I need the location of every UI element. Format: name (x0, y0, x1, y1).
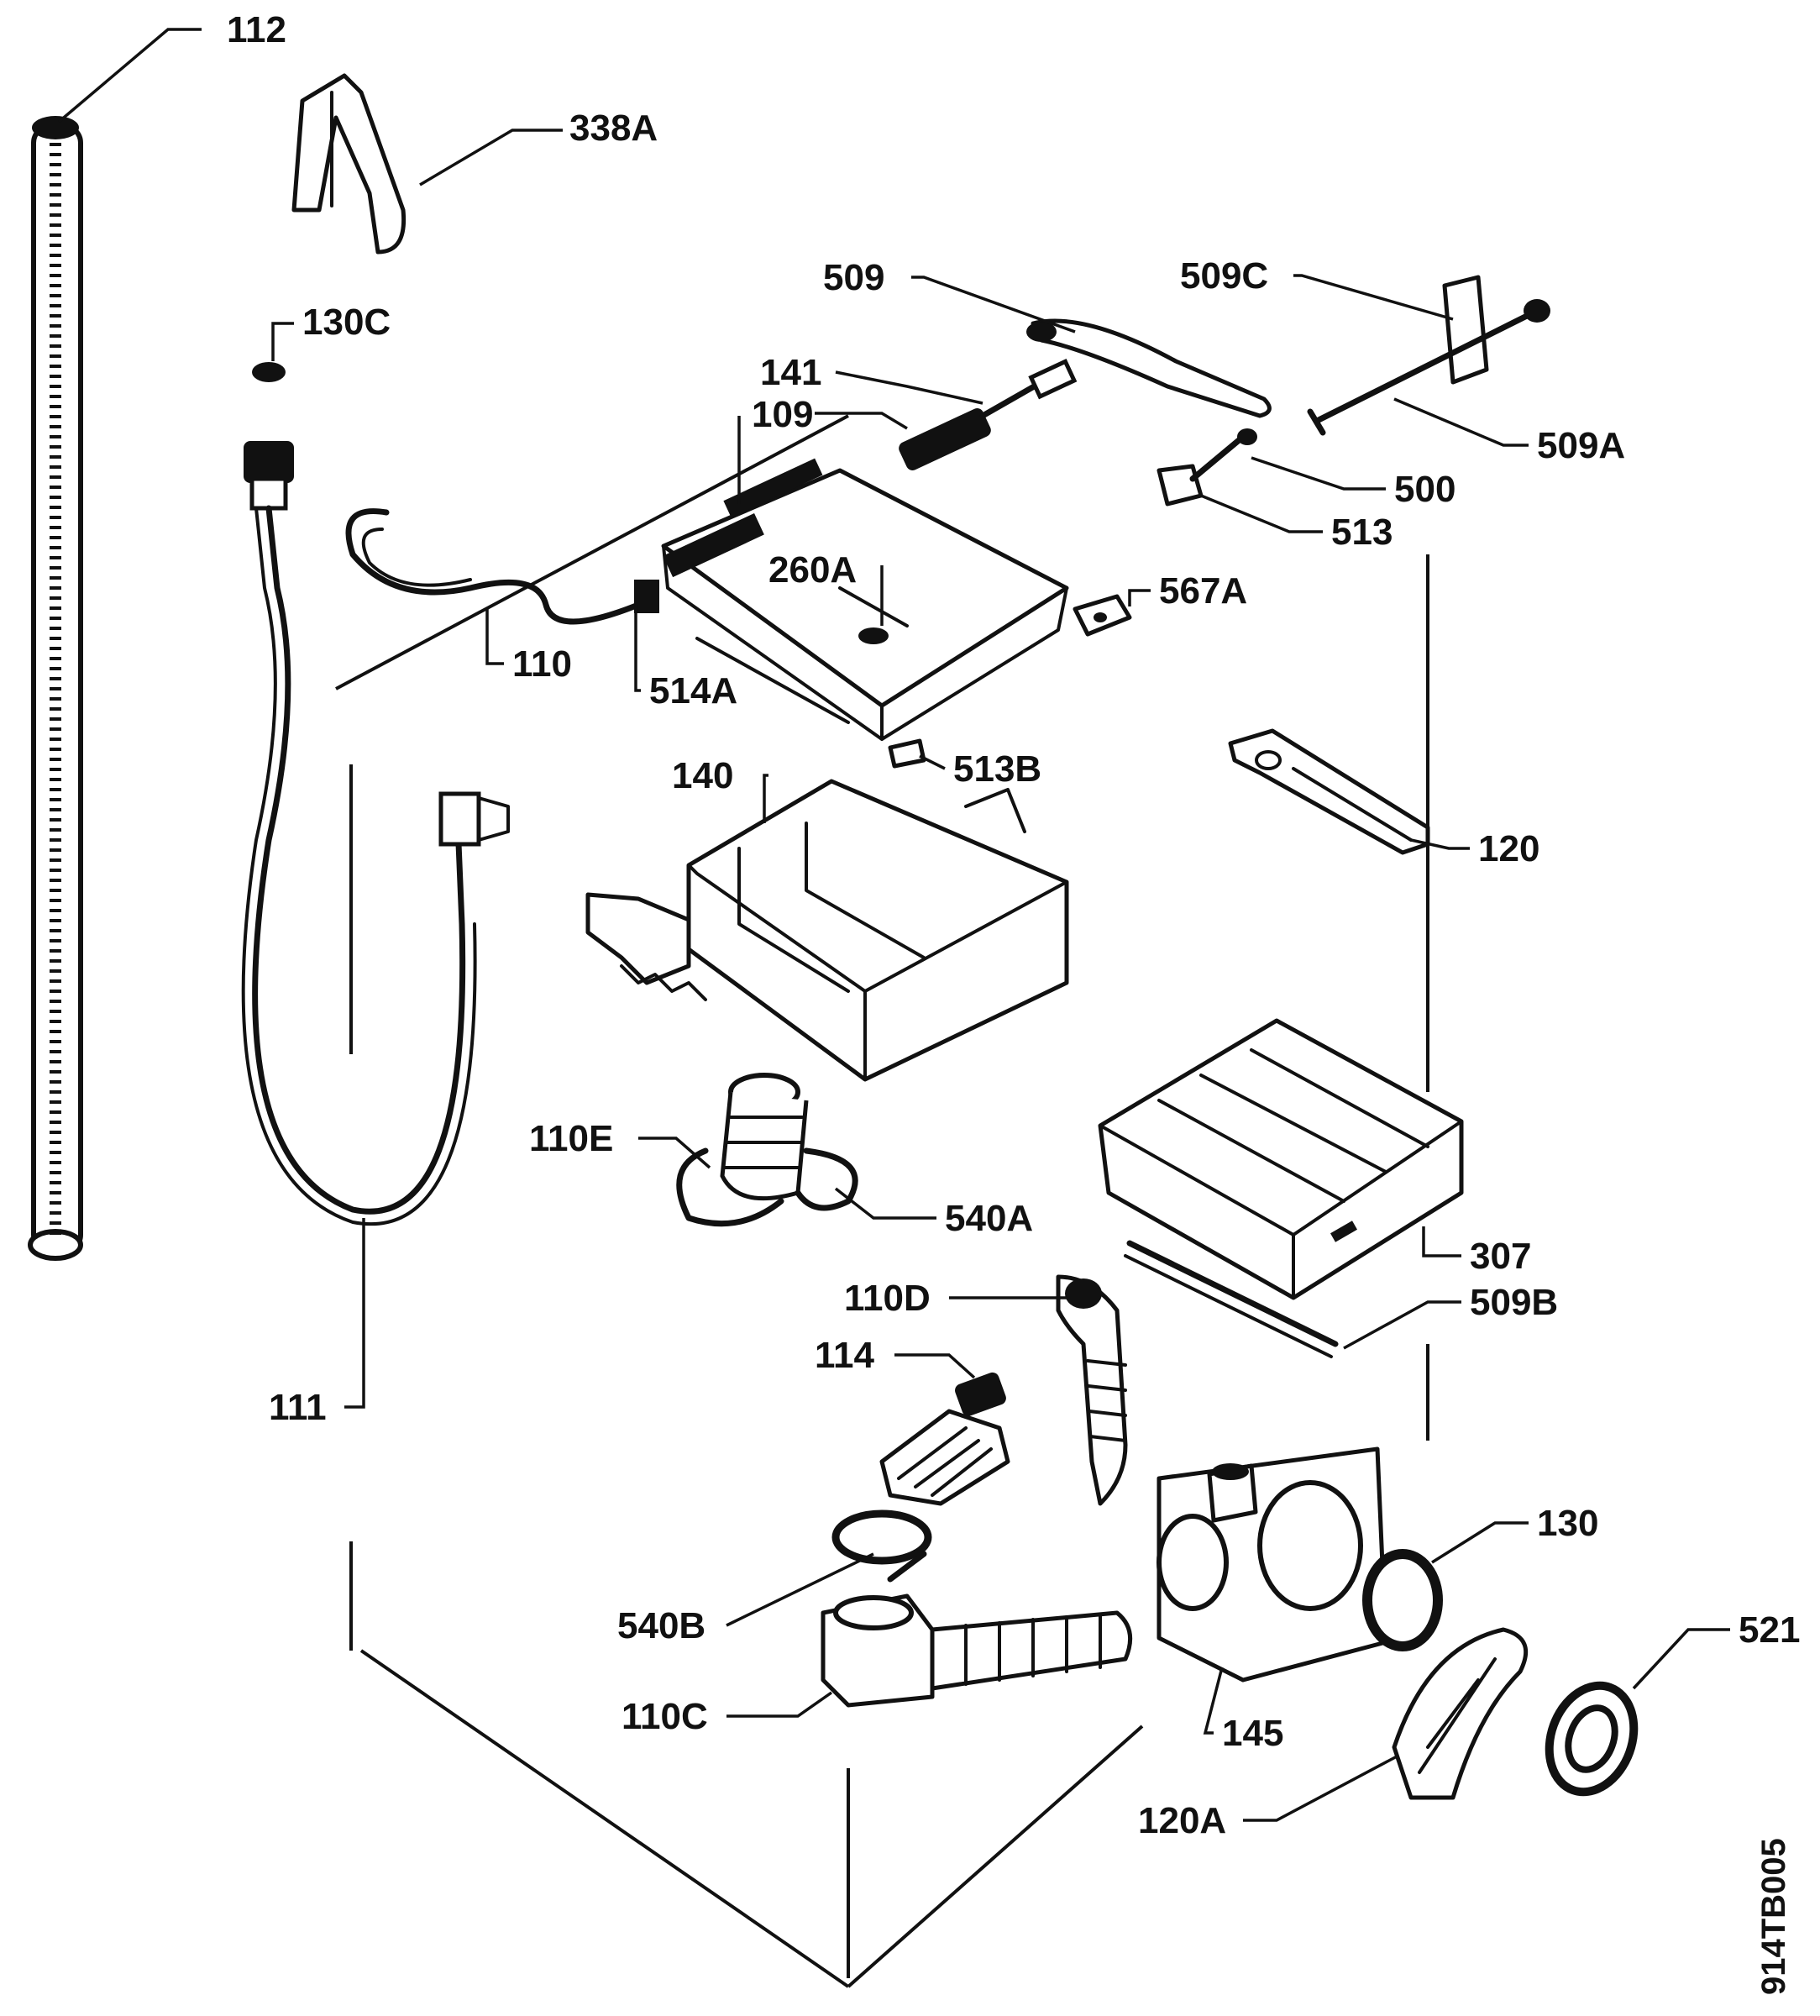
label-307: 307 (1470, 1236, 1531, 1277)
solenoid-valve-141 (899, 359, 1078, 470)
label-540A: 540A (945, 1198, 1033, 1239)
label-140: 140 (672, 755, 733, 796)
label-110E: 110E (529, 1118, 613, 1159)
label-120: 120 (1478, 828, 1539, 869)
drain-hose-112 (28, 116, 83, 1261)
label-111: 111 (269, 1387, 327, 1428)
callout-labels: 112 338A 130C 509 509C 141 109 509A 500 … (227, 9, 1800, 1841)
label-338A: 338A (569, 108, 658, 149)
cap-130C (252, 362, 286, 382)
hose-110D (1056, 1274, 1128, 1506)
clip-567A (1073, 594, 1132, 637)
gasket-130 (1362, 1549, 1443, 1651)
inlet-hose-111 (241, 441, 510, 1226)
label-567A: 567A (1159, 570, 1247, 612)
label-500: 500 (1394, 469, 1455, 510)
hose-hook-338A (291, 73, 406, 255)
dispenser-housing-140 (585, 779, 1069, 1082)
cap-521 (1545, 1681, 1639, 1797)
label-110: 110 (512, 643, 572, 685)
label-141: 141 (760, 352, 821, 393)
label-112: 112 (227, 9, 286, 50)
lever-509 (1026, 318, 1272, 418)
label-513: 513 (1331, 512, 1393, 553)
filter-120A (1392, 1627, 1529, 1800)
part-513B (888, 738, 926, 769)
handle-509C-509A (1307, 275, 1550, 436)
label-110D: 110D (844, 1278, 931, 1319)
label-130C: 130C (302, 302, 391, 343)
label-145: 145 (1222, 1713, 1283, 1754)
label-509A: 509A (1537, 425, 1625, 466)
label-110C: 110C (622, 1696, 708, 1737)
label-509: 509 (823, 257, 884, 298)
clamp-540B (831, 1509, 932, 1565)
parts-500-513 (1157, 428, 1257, 507)
cabinet-frame-lines (335, 414, 1429, 1988)
diagram-reference-code: 914TB005 (1755, 1838, 1792, 1995)
label-109: 109 (752, 394, 813, 435)
label-513B: 513B (953, 748, 1041, 790)
label-114: 114 (815, 1335, 875, 1376)
label-514A: 514A (649, 670, 737, 711)
label-509C: 509C (1180, 255, 1268, 297)
elbow-hose-110E-540A (676, 1073, 858, 1227)
upper-dispenser-assembly (345, 458, 1069, 741)
drain-pump-145 (1157, 1446, 1388, 1683)
rod-509B (1124, 1240, 1339, 1358)
valve-114 (879, 1372, 1010, 1506)
detergent-drawer-307 (1098, 1018, 1464, 1300)
label-260A: 260A (768, 549, 857, 591)
sump-hose-110C (821, 1551, 1133, 1708)
label-521: 521 (1739, 1609, 1800, 1651)
drawer-cover-120 (1228, 728, 1430, 855)
label-509B: 509B (1470, 1282, 1558, 1323)
label-540B: 540B (617, 1605, 705, 1646)
label-130: 130 (1537, 1503, 1598, 1544)
label-120A: 120A (1138, 1800, 1226, 1841)
leader-lines (57, 28, 1730, 1822)
